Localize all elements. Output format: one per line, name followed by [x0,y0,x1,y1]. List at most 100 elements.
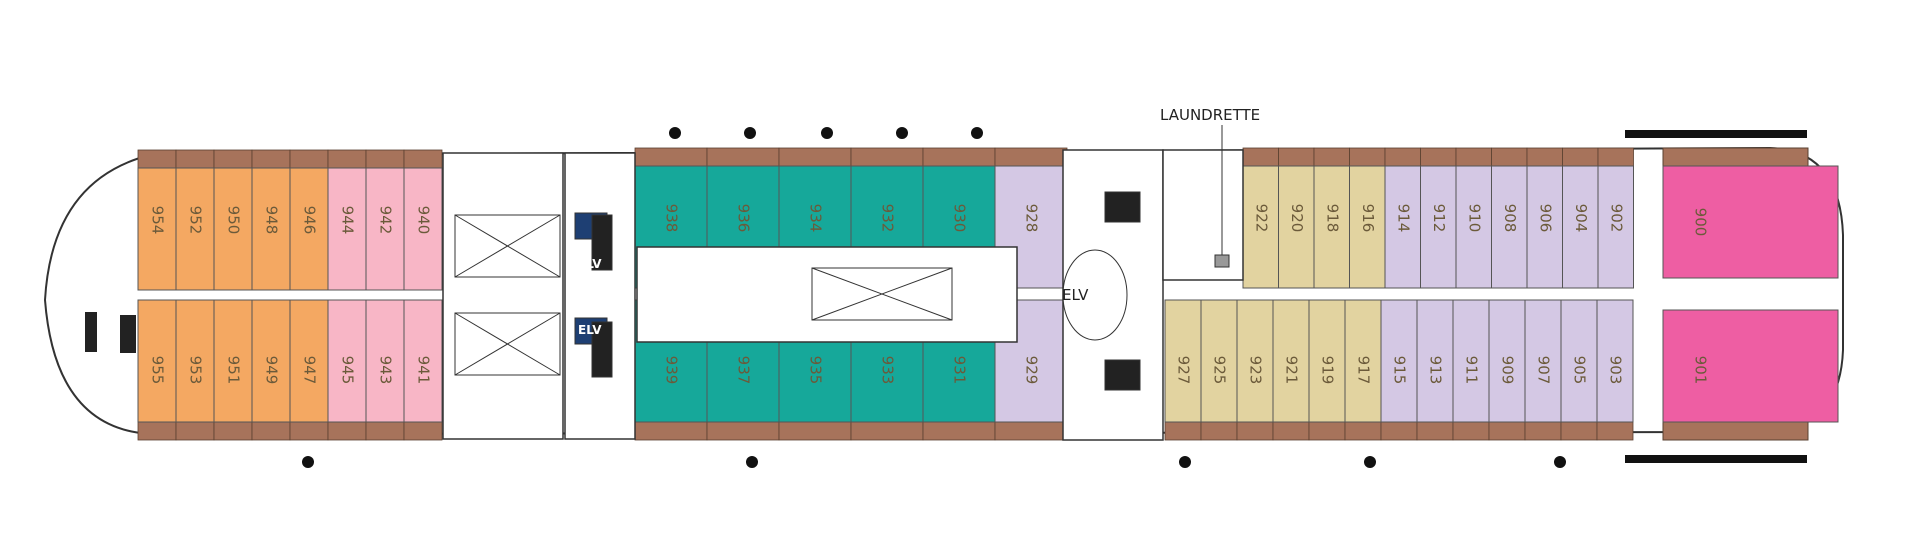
cabin-922[interactable]: 922 [1242,147,1279,289]
cabin-911[interactable]: 911 [1452,299,1490,441]
cabin-940[interactable]: 940 [403,149,443,291]
cabin-919[interactable]: 919 [1308,299,1346,441]
cabin-number-907: 907 [1535,356,1553,385]
cabin-number-955: 955 [149,356,167,385]
cabin-943[interactable]: 943 [365,299,405,441]
cabin-number-917: 917 [1355,356,1373,385]
cabin-number-906: 906 [1536,204,1554,233]
balcony-948 [251,149,291,169]
cabin-947[interactable]: 947 [289,299,329,441]
cabin-number-951: 951 [225,356,243,385]
cabin-number-909: 909 [1499,356,1517,385]
cabin-number-942: 942 [377,206,395,235]
cabin-number-940: 940 [415,206,433,235]
balcony-932 [850,147,924,167]
cabin-room-946 [289,167,329,291]
cabin-908[interactable]: 908 [1491,147,1528,289]
cabin-917[interactable]: 917 [1344,299,1382,441]
cabin-number-935: 935 [807,356,825,385]
balcony-928 [994,147,1068,167]
cabin-950[interactable]: 950 [213,149,253,291]
cabin-room-918 [1313,165,1350,289]
cabin-927[interactable]: 927 [1164,299,1202,441]
cabin-902[interactable]: 902 [1597,147,1634,289]
balcony-901 [1662,421,1809,441]
balcony-936 [706,147,780,167]
cabin-number-936: 936 [735,204,753,233]
cabin-923[interactable]: 923 [1236,299,1274,441]
elevator-label-forward-top: ELV [578,257,602,271]
elevator-label-forward-bottom: ELV [578,323,602,337]
cabin-954[interactable]: 954 [137,149,177,291]
balcony-939 [634,421,708,441]
cabin-room-941 [403,299,443,423]
cabin-room-903 [1596,299,1634,423]
cabin-955[interactable]: 955 [137,299,177,441]
cabin-918[interactable]: 918 [1313,147,1350,289]
elevator-bank-forward [564,152,636,440]
cabin-number-923: 923 [1247,356,1265,385]
balcony-920 [1278,147,1315,167]
cabin-913[interactable]: 913 [1416,299,1454,441]
cabin-942[interactable]: 942 [365,149,405,291]
balcony-919 [1308,421,1346,441]
elevator-label-central: ELV [1062,286,1089,304]
cabin-941[interactable]: 941 [403,299,443,441]
cabin-915[interactable]: 915 [1380,299,1418,441]
cabin-951[interactable]: 951 [213,299,253,441]
cabin-912[interactable]: 912 [1420,147,1457,289]
cabin-number-908: 908 [1501,204,1519,233]
balcony-941 [403,421,443,441]
cabin-number-952: 952 [187,206,205,235]
balcony-952 [175,149,215,169]
cabin-921[interactable]: 921 [1272,299,1310,441]
balcony-950 [213,149,253,169]
cabin-number-905: 905 [1571,356,1589,385]
balcony-906 [1526,147,1563,167]
cabin-925[interactable]: 925 [1200,299,1238,441]
cabin-920[interactable]: 920 [1278,147,1315,289]
balcony-945 [327,421,367,441]
cabin-room-909 [1488,299,1526,423]
cabin-914[interactable]: 914 [1384,147,1421,289]
cabin-room-940 [403,167,443,291]
balcony-912 [1420,147,1457,167]
cabin-room-914 [1384,165,1421,289]
cabin-904[interactable]: 904 [1562,147,1599,289]
balcony-913 [1416,421,1454,441]
cabin-number-920: 920 [1288,204,1306,233]
cabin-901[interactable]: 901 [1662,309,1839,441]
cabin-910[interactable]: 910 [1455,147,1492,289]
cabin-949[interactable]: 949 [251,299,291,441]
cabin-room-952 [175,167,215,291]
cabin-room-906 [1526,165,1563,289]
balcony-918 [1313,147,1350,167]
cabin-room-900 [1662,165,1839,279]
cabin-945[interactable]: 945 [327,299,367,441]
stairwell-forward [442,152,564,440]
cabin-948[interactable]: 948 [251,149,291,291]
cabin-number-915: 915 [1391,356,1409,385]
balcony-915 [1380,421,1418,441]
cabin-916[interactable]: 916 [1349,147,1386,289]
balcony-946 [289,149,329,169]
cabin-number-947: 947 [301,356,319,385]
balcony-900 [1662,147,1809,167]
cabin-room-916 [1349,165,1386,289]
lifeboat-markers [302,127,1566,468]
balcony-908 [1491,147,1528,167]
cabin-903[interactable]: 903 [1596,299,1634,441]
cabin-907[interactable]: 907 [1524,299,1562,441]
cabin-909[interactable]: 909 [1488,299,1526,441]
cabin-room-901 [1662,309,1839,423]
cabin-906[interactable]: 906 [1526,147,1563,289]
cabin-number-904: 904 [1572,204,1590,233]
cabin-900[interactable]: 900 [1662,147,1839,279]
cabin-946[interactable]: 946 [289,149,329,291]
cabin-number-901: 901 [1692,356,1710,385]
cabin-944[interactable]: 944 [327,149,367,291]
cabin-room-948 [251,167,291,291]
cabin-905[interactable]: 905 [1560,299,1598,441]
cabin-953[interactable]: 953 [175,299,215,441]
cabin-952[interactable]: 952 [175,149,215,291]
